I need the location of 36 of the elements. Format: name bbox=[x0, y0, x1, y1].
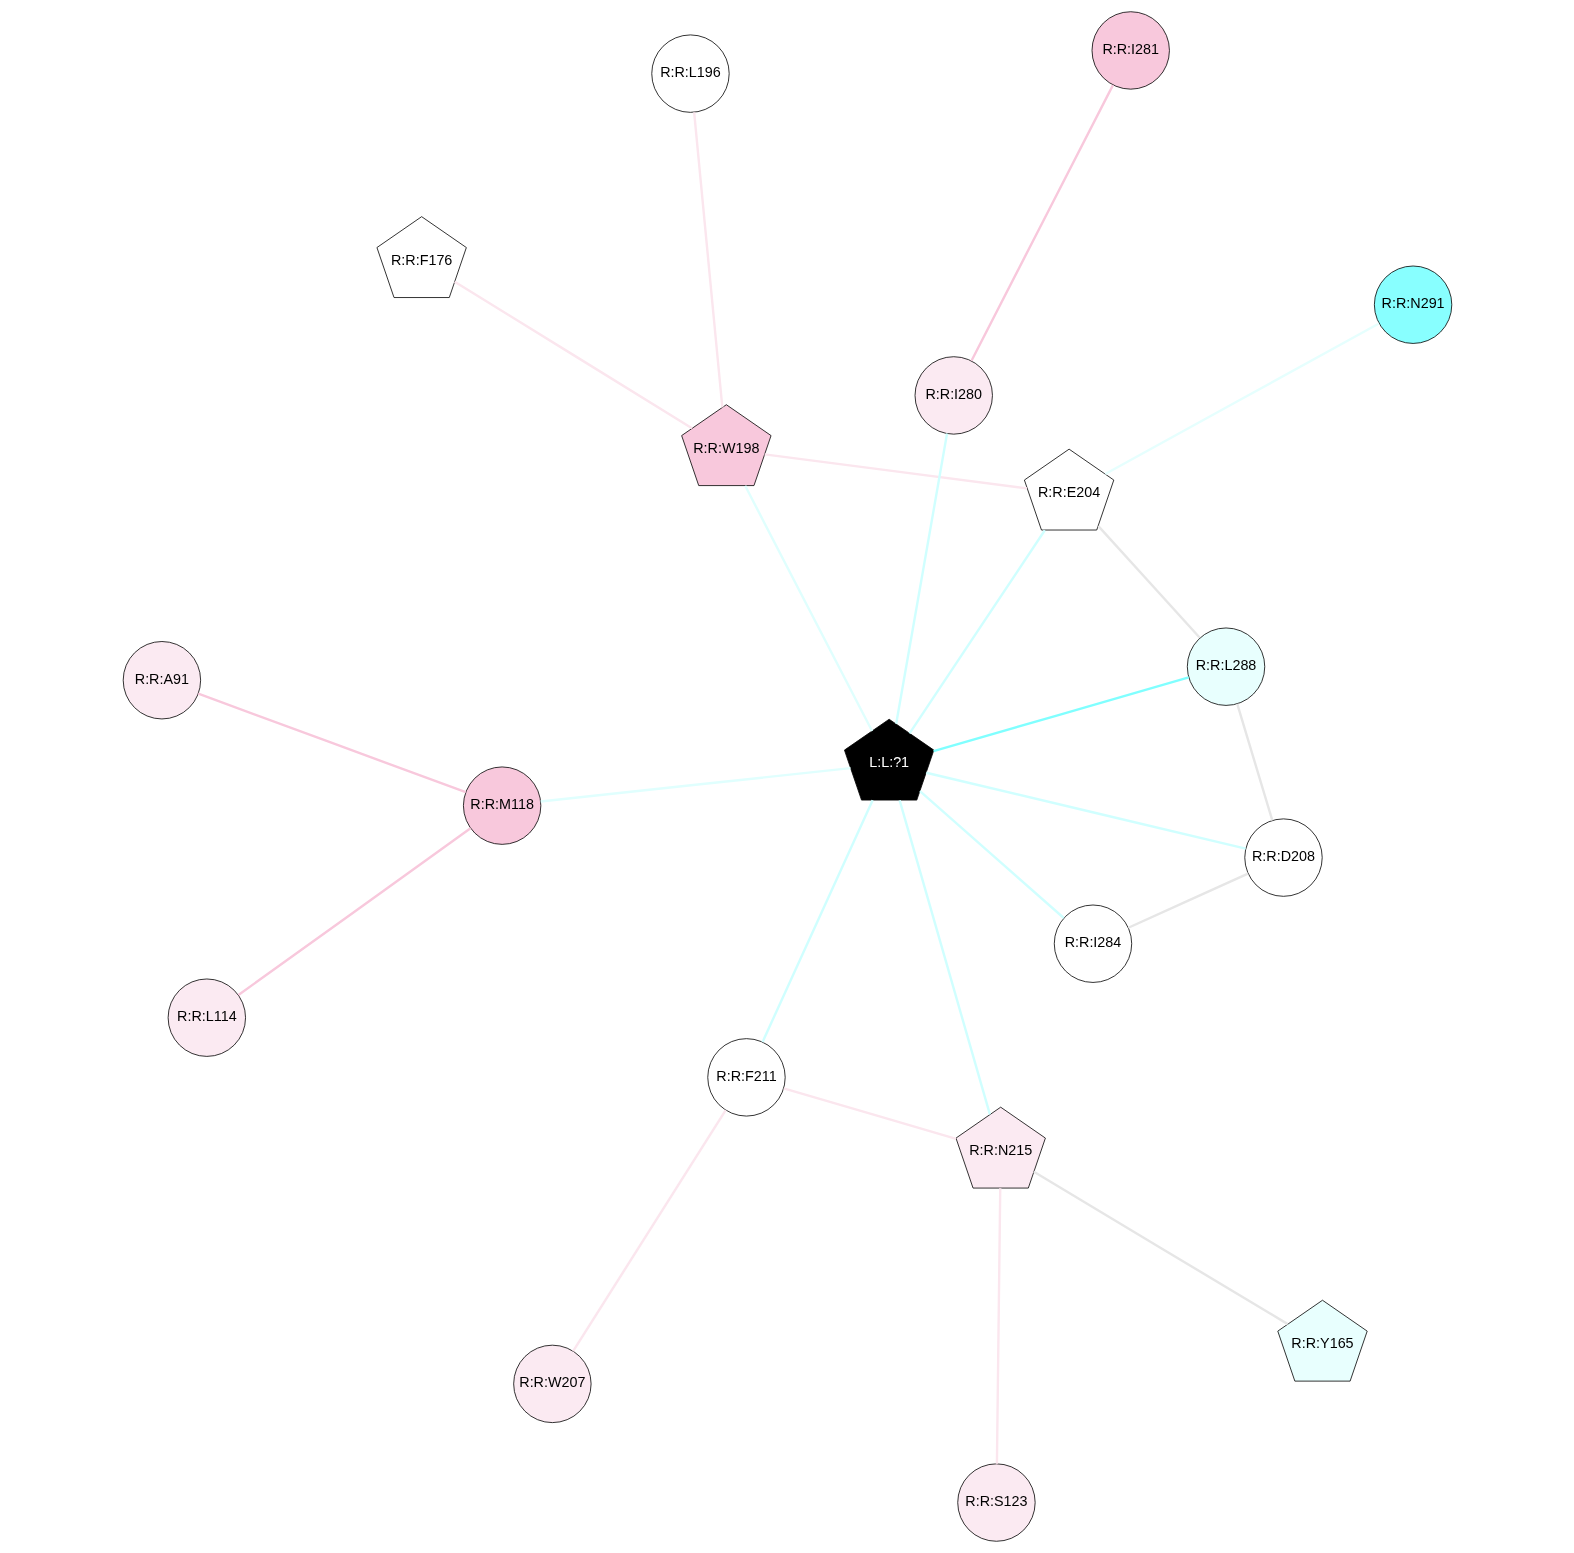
connector bbox=[925, 771, 1246, 850]
connector bbox=[969, 84, 1114, 362]
connector bbox=[918, 790, 1065, 919]
connector bbox=[453, 280, 693, 430]
node-circle: R:R:I284 bbox=[1053, 904, 1132, 983]
node-circle: R:R:D208 bbox=[1243, 818, 1323, 897]
connector bbox=[1104, 322, 1379, 475]
node-circle: R:R:F211 bbox=[706, 1038, 786, 1117]
node-circle: R:R:A91 bbox=[122, 641, 201, 720]
node-circle: R:R:M118 bbox=[462, 766, 541, 845]
connector bbox=[692, 112, 724, 408]
node-circle: R:R:W207 bbox=[512, 1344, 591, 1423]
connector bbox=[932, 676, 1189, 753]
connector bbox=[764, 453, 1027, 490]
connector bbox=[995, 1188, 1001, 1464]
node-circle: R:R:I281 bbox=[1091, 11, 1170, 90]
connector bbox=[1097, 525, 1201, 639]
node-circle: R:R:L114 bbox=[167, 978, 246, 1057]
node-circle: R:R:L288 bbox=[1186, 627, 1265, 706]
node-circle: R:R:L196 bbox=[650, 34, 730, 113]
connector bbox=[908, 529, 1046, 734]
connector bbox=[1032, 1170, 1288, 1326]
connector bbox=[761, 799, 874, 1043]
connector bbox=[898, 800, 991, 1115]
connector bbox=[197, 692, 466, 794]
connector bbox=[571, 1109, 727, 1352]
connector bbox=[894, 433, 948, 724]
connector bbox=[743, 485, 873, 732]
connector bbox=[1127, 872, 1248, 929]
connector bbox=[1235, 703, 1273, 821]
connector bbox=[782, 1087, 956, 1140]
node-circle: R:R:N291 bbox=[1373, 265, 1452, 344]
connector bbox=[540, 766, 851, 803]
connector bbox=[237, 827, 471, 996]
node-circle: R:R:I280 bbox=[914, 356, 993, 435]
node-circle: R:R:S123 bbox=[956, 1463, 1036, 1542]
